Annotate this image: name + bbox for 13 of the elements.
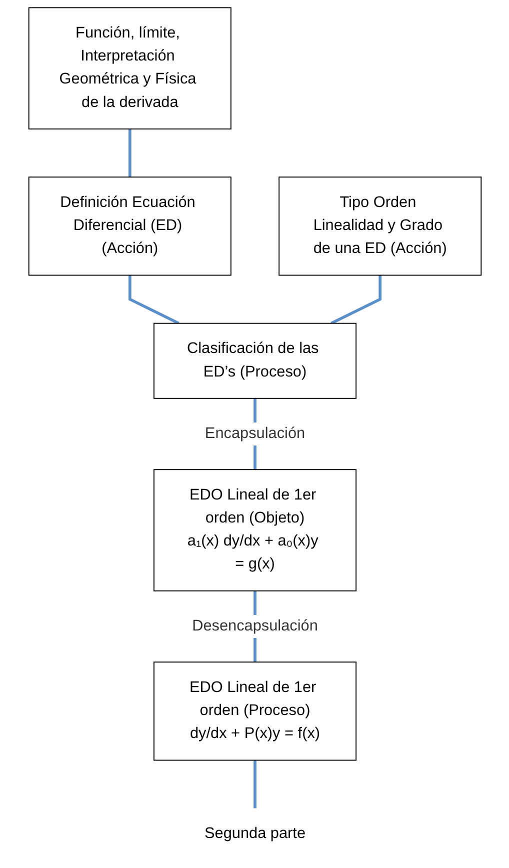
node-box: Definición Ecuación Diferencial (ED) (Acción) — [28, 176, 231, 276]
connector — [128, 128, 131, 178]
node-box: Clasificación de las ED’s (Proceso) — [152, 322, 356, 399]
node-text: Segunda parte — [204, 826, 306, 842]
node-box: EDO Lineal de 1er orden (Objeto) a₁(x) dy/dx + a₀(x)y = g(x) — [152, 469, 356, 592]
node-box: Función, límite, Interpretación Geométrica y Física de la derivada — [28, 7, 231, 130]
connector — [330, 275, 382, 325]
node-box: EDO Lineal de 1er orden (Proceso) dy/dx + P(x)y = f(x) — [152, 662, 356, 761]
connector — [253, 760, 256, 808]
node-box: Tipo Orden Linealidad y Grado de una ED (Acción) — [278, 176, 482, 276]
edge-label: Encapsulación — [204, 425, 305, 442]
connector — [128, 275, 179, 325]
edge-label: Desencapsulación — [192, 618, 318, 634]
